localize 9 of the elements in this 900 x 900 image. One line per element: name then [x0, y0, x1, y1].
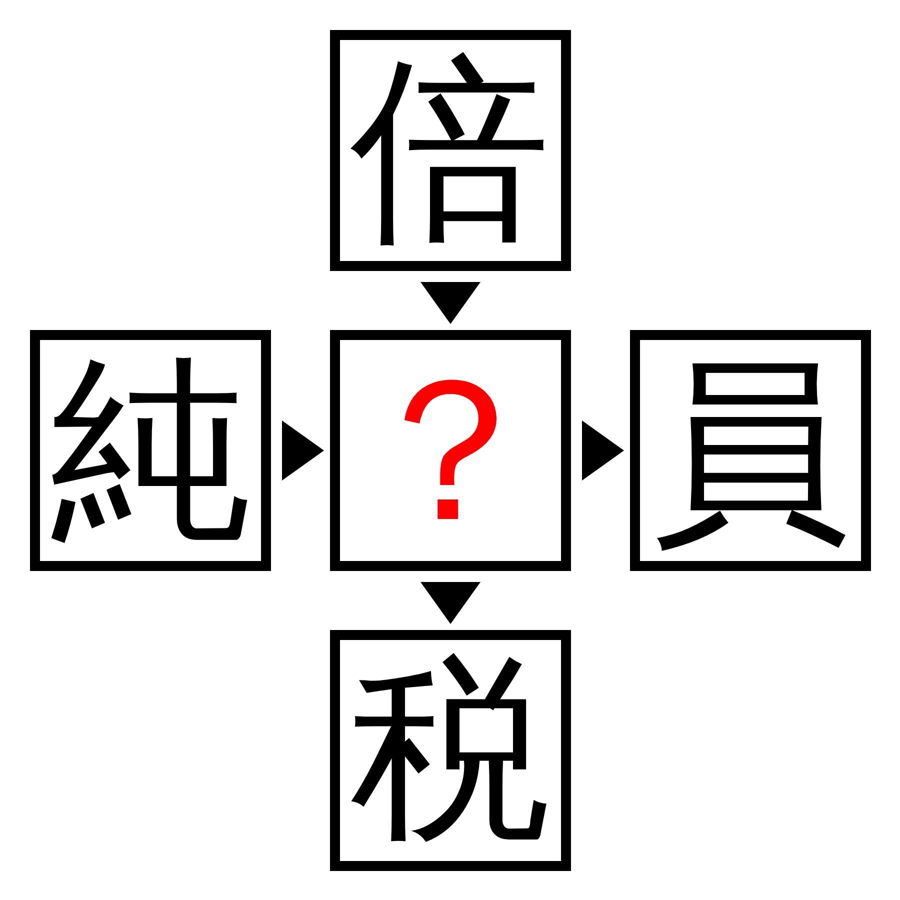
kanji-box: 税 — [330, 630, 571, 871]
question-mark-box: ？ — [330, 330, 571, 571]
arrow — [282, 420, 324, 480]
kanji-box: 倍 — [330, 30, 571, 271]
kanji-box: 純 — [30, 330, 271, 571]
arrow — [582, 420, 624, 480]
arrow — [420, 282, 480, 324]
kanji-box: 員 — [630, 330, 871, 571]
arrow — [420, 582, 480, 624]
